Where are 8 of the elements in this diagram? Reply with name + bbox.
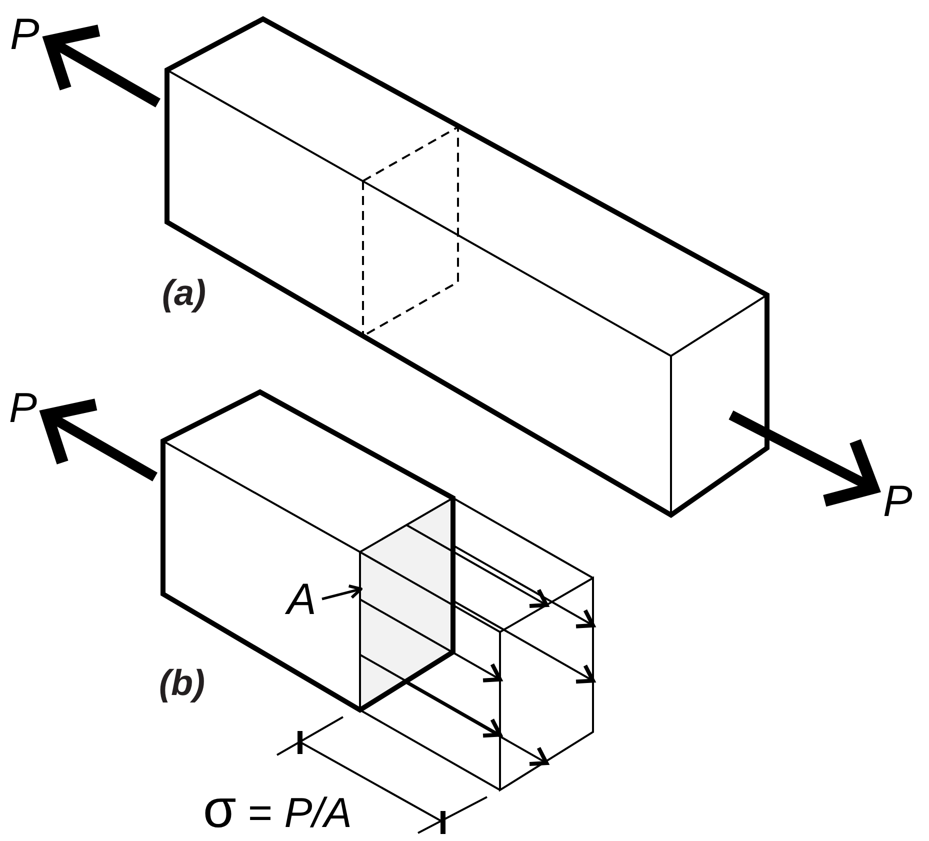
stress-formula: σ = P/A [203,782,352,836]
panel-label: (a) [162,275,206,311]
panel-label: (b) [159,665,205,701]
leader-line [322,584,362,600]
force-label: P [9,387,38,429]
force-label: P [10,13,40,57]
area-label: A [287,578,321,622]
force-label: P [883,480,912,524]
